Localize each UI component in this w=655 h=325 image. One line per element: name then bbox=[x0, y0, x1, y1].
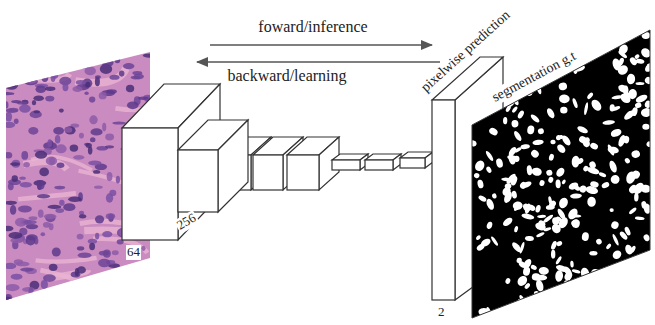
conv-layer-front bbox=[122, 128, 178, 240]
conv-layer-front bbox=[287, 155, 319, 190]
conv-layer-front bbox=[178, 150, 218, 212]
conv-layer-block bbox=[400, 152, 433, 168]
conv-layer-box-shape bbox=[178, 120, 248, 212]
conv-layer-block bbox=[332, 154, 368, 170]
conv-layer-block bbox=[365, 154, 401, 170]
direction-label: backward/learning bbox=[225, 67, 348, 85]
conv-layer-block bbox=[287, 137, 339, 190]
ground-truth-map: segmentation g.t bbox=[472, 30, 650, 318]
conv-layer-side bbox=[218, 120, 248, 212]
conv-layer-front bbox=[365, 160, 393, 170]
forward-arrow bbox=[210, 44, 432, 45]
conv-layer-front bbox=[400, 158, 425, 168]
layer-label: 64 bbox=[126, 245, 141, 260]
conv-layer-front bbox=[253, 155, 283, 190]
conv-layer-box: 256 bbox=[178, 120, 248, 212]
conv-layer-front bbox=[332, 160, 360, 170]
ground-truth-map-shape bbox=[472, 30, 650, 318]
histology-image bbox=[0, 40, 217, 310]
channel-count: 2 bbox=[437, 305, 446, 320]
direction-label: foward/inference bbox=[256, 18, 369, 36]
backward-arrow bbox=[197, 61, 440, 62]
